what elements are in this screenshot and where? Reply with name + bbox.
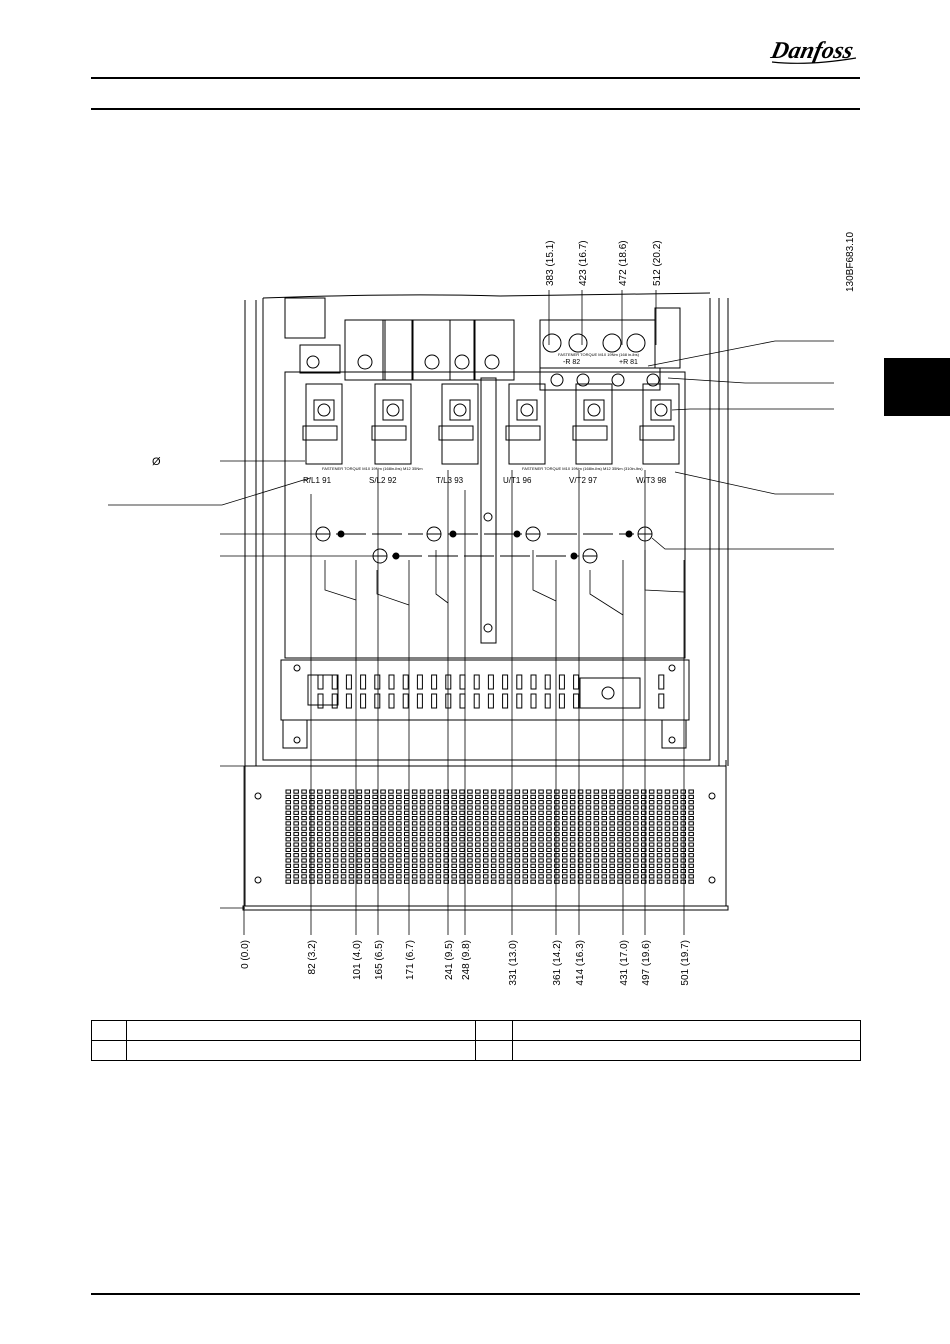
caution-text-left: FASTENER TORQUE M10 19Nm (168in-lbs) M12…: [322, 466, 423, 471]
mains-motor-terminals: [302, 383, 680, 465]
legend-cell: [91, 1020, 127, 1041]
legend-cell: [475, 1040, 513, 1061]
legend-cell: [126, 1040, 476, 1061]
dimension-label-bottom: 241 (9.5): [444, 940, 455, 980]
dimension-label-bottom: 82 (3.2): [307, 940, 318, 974]
dimension-label-bottom: 414 (16.3): [575, 940, 586, 986]
dimension-label-top: 423 (16.7): [578, 240, 589, 286]
dimension-label-top: 472 (18.6): [618, 240, 629, 286]
terminal-block: [371, 383, 412, 465]
terminal-label-t-l3: T/L3 93: [436, 476, 464, 485]
legend-cell: [512, 1040, 861, 1061]
legend-cell: [475, 1020, 513, 1041]
footer-rule: [91, 1293, 860, 1295]
terminal-block: [639, 383, 680, 465]
brake-caution-text: FASTENER TORQUE M10 19Nm (168 in-lbs): [558, 352, 640, 357]
terminal-label-v-t2: V/T2 97: [569, 476, 598, 485]
terminal-label-w-t3: W/T3 98: [636, 476, 667, 485]
dimension-label-bottom: 497 (19.6): [641, 940, 652, 986]
terminal-block: [438, 383, 479, 465]
figure-id-code: 130BF683.10: [845, 232, 856, 292]
header-rule-bottom: [91, 108, 860, 110]
header-rule-top: [91, 77, 860, 79]
legend-cell: [512, 1020, 861, 1041]
brake-terminal-plus: +R 81: [619, 359, 638, 366]
dimension-label-top: 512 (20.2): [652, 240, 663, 286]
legend-row: [91, 1020, 861, 1041]
legend-cell: [91, 1040, 127, 1061]
dimension-label-bottom: 331 (13.0): [508, 940, 519, 986]
dimension-label-top: 383 (15.1): [545, 240, 556, 286]
dimension-label-bottom: 248 (9.8): [461, 940, 472, 980]
terminal-block: [505, 383, 546, 465]
dimension-label-bottom: 171 (6.7): [405, 940, 416, 980]
dimension-label-bottom: 165 (6.5): [374, 940, 385, 980]
terminal-label-u-t1: U/T1 96: [503, 476, 532, 485]
terminal-label-s-l2: S/L2 92: [369, 476, 397, 485]
dimension-label-bottom: 101 (4.0): [352, 940, 363, 980]
dimension-label-bottom: 501 (19.7): [680, 940, 691, 986]
danfoss-logo-text: Danfoss: [768, 37, 856, 64]
chapter-side-tab: [884, 358, 950, 416]
legend-cell: [126, 1020, 476, 1041]
terminal-label-r-l1: R/L1 91: [303, 476, 332, 485]
diameter-symbol: Ø: [152, 456, 161, 468]
danfoss-logo: Danfoss: [768, 37, 857, 64]
legend-table: [91, 1020, 861, 1061]
terminal-block: [302, 383, 343, 465]
dimension-label-bottom: 0 (0.0): [240, 940, 251, 969]
caution-text-right: FASTENER TORQUE M10 19Nm (168in-lbs) M12…: [522, 466, 643, 471]
terminal-block: [572, 383, 613, 465]
legend-row: [91, 1040, 861, 1061]
dimension-label-bottom: 431 (17.0): [619, 940, 630, 986]
dimension-label-bottom: 361 (14.2): [552, 940, 563, 986]
ventilation-grille: [254, 789, 716, 884]
brake-terminal-minus: -R 82: [563, 359, 580, 366]
